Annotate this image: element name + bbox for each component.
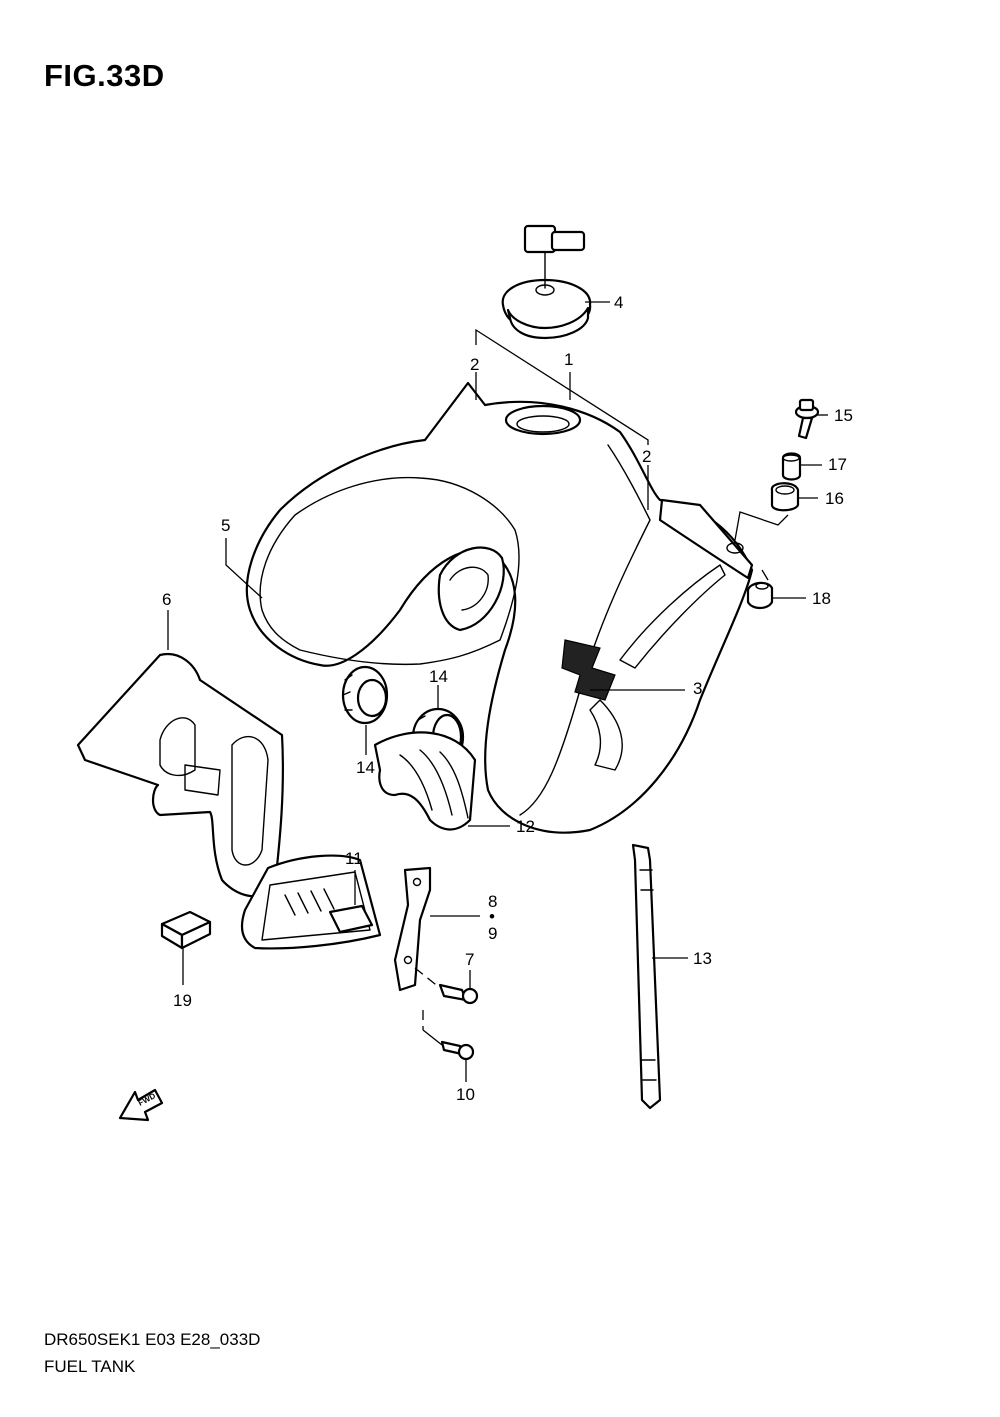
callout-12: 12 — [516, 817, 535, 836]
diagram-name: FUEL TANK — [44, 1357, 136, 1376]
callout-2-right: 2 — [642, 447, 651, 466]
bolt-part-10[interactable] — [440, 1040, 475, 1061]
pad-part-11[interactable] — [328, 904, 374, 934]
callout-3: 3 — [693, 679, 702, 698]
side-cover-part-6[interactable] — [76, 652, 284, 898]
callout-14-upper: 14 — [429, 667, 448, 686]
callout-19: 19 — [173, 991, 192, 1010]
cushion-part-14-left[interactable] — [341, 665, 389, 725]
cushion-part-19[interactable] — [160, 910, 212, 950]
callout-9: 9 — [488, 924, 497, 943]
callout-17: 17 — [828, 455, 847, 474]
bolt-part-7[interactable] — [438, 983, 479, 1005]
callout-15: 15 — [834, 406, 853, 425]
under-tray-panel[interactable] — [240, 854, 382, 950]
cushion-part-12[interactable] — [373, 731, 477, 831]
fuel-tank-part-1[interactable] — [245, 381, 754, 834]
diagram-code: DR650SEK1 E03 E28_033D — [44, 1330, 261, 1349]
callout-18: 18 — [812, 589, 831, 608]
callout-4: 4 — [614, 293, 623, 312]
callout-7: 7 — [465, 950, 474, 969]
callout-11: 11 — [345, 849, 363, 868]
callout-8: 8 — [488, 892, 497, 911]
callout-1: 1 — [564, 350, 573, 369]
figure-title: FIG.33D — [44, 58, 165, 93]
callout-13: 13 — [693, 949, 712, 968]
callout-5: 5 — [221, 516, 230, 535]
callout-8-dot: • — [489, 907, 495, 926]
grommet-part-18[interactable] — [746, 581, 774, 610]
bracket-part-8-9[interactable] — [393, 866, 432, 992]
bolt-part-15[interactable] — [794, 398, 820, 440]
fwd-arrow-icon: FWD — [118, 1088, 164, 1122]
grommet-part-16[interactable] — [770, 482, 800, 512]
cable-tie-part-13[interactable] — [631, 843, 662, 1110]
callout-16: 16 — [825, 489, 844, 508]
leader-lines — [167, 301, 828, 1082]
fuel-cap-part-4[interactable] — [501, 224, 592, 340]
callout-10: 10 — [456, 1085, 475, 1104]
callout-labels: 1 2 2 3 4 5 6 7 8 • 9 10 11 12 13 14 14 … — [162, 293, 853, 1104]
callout-14-lower: 14 — [356, 758, 375, 777]
callout-2-left: 2 — [470, 355, 479, 374]
collar-part-17[interactable] — [781, 452, 802, 481]
callout-6: 6 — [162, 590, 171, 609]
